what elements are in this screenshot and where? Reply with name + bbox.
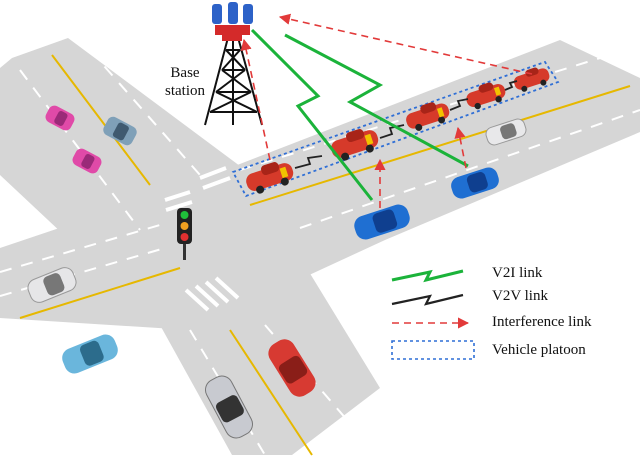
vehicle-platoon-box [231, 60, 560, 198]
silver-car [27, 267, 77, 303]
grey-car [204, 375, 254, 439]
center-line-main-2 [19, 267, 181, 319]
platoon-car [466, 82, 506, 110]
light-blue-car [62, 334, 118, 374]
interference-links [240, 13, 533, 208]
traffic-light [177, 208, 192, 260]
crosswalk [164, 166, 240, 312]
platoon-box-icon [391, 340, 475, 360]
v2i-links [250, 28, 469, 201]
grey-blue-car [103, 116, 137, 146]
legend-label-interference: Interference link [492, 314, 592, 330]
legend [391, 269, 475, 360]
center-line-diagonal [51, 54, 151, 186]
main-road [0, 40, 640, 330]
base-station-tower [204, 28, 263, 126]
antenna-icon [212, 2, 253, 41]
base-station-label-line2: station [165, 83, 205, 99]
platoon-car [406, 102, 450, 131]
platoon-car [331, 129, 379, 161]
other-cars [27, 105, 527, 439]
platoon-car [513, 67, 550, 92]
v2i-link-icon [391, 269, 464, 283]
legend-label-v2i: V2I link [492, 265, 543, 281]
pink-car [72, 148, 102, 174]
pink-car [45, 105, 75, 131]
red-car [268, 339, 316, 397]
center-line-main [249, 85, 631, 206]
blue-car [451, 167, 499, 199]
base-station-label-line1: Base [170, 65, 200, 81]
platoon-car [246, 162, 294, 194]
silver-car [485, 118, 527, 146]
legend-label-platoon: Vehicle platoon [492, 342, 586, 358]
legend-label-v2v: V2V link [492, 288, 548, 304]
v2v-link-icon [391, 293, 464, 306]
blue-car [354, 204, 410, 240]
platoon-cars [246, 67, 550, 194]
road-network [0, 38, 640, 456]
center-line-diagonal-2 [229, 329, 313, 456]
